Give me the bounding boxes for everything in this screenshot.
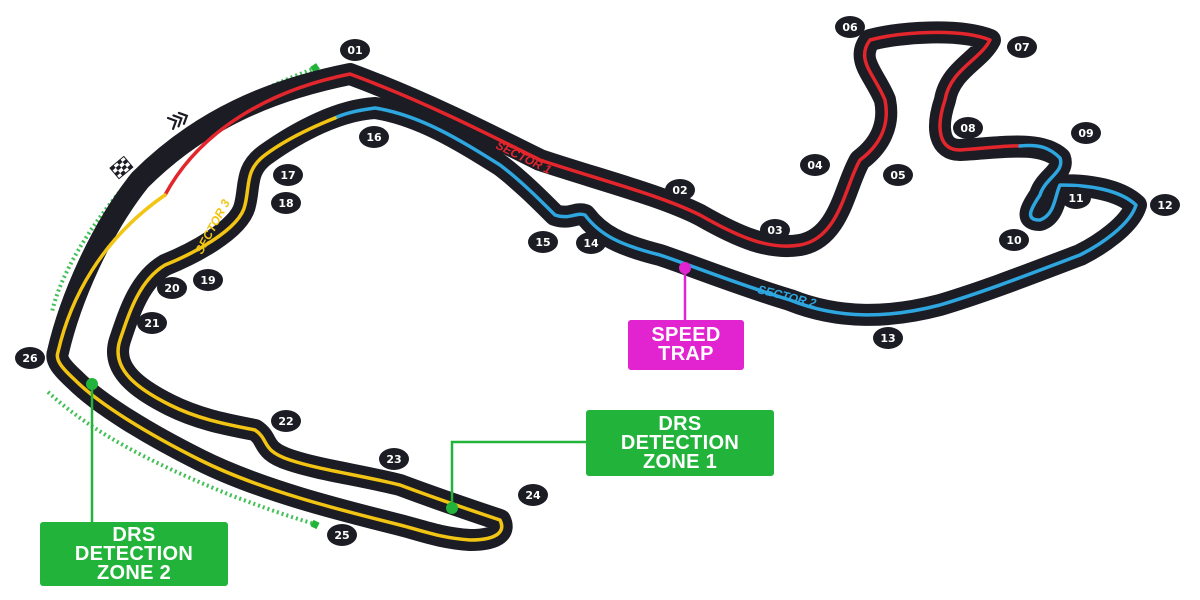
- turn-badges: 01 02 03 04 05 06 07 08 09 10 11 12 13 14 15 16 17 18 19 20…: [15, 16, 1180, 546]
- turn-badge-19: [193, 269, 223, 291]
- drs2-line-2: DETECTION: [74, 542, 194, 565]
- turn-badge-21: [137, 312, 167, 334]
- turn-badge-23: [379, 448, 409, 470]
- turn-badge-05: [883, 164, 913, 186]
- turn-label-15: 15: [535, 236, 550, 249]
- turn-label-08: 08: [960, 122, 975, 135]
- turn-badge-03: [760, 219, 790, 241]
- turn-label-12: 12: [1157, 199, 1172, 212]
- turn-badge-04: [800, 154, 830, 176]
- turn-label-16: 16: [366, 131, 382, 144]
- turn-label-14: 14: [583, 237, 599, 250]
- speed-trap-dot: [679, 262, 691, 274]
- chequered-flag-icon: [109, 155, 134, 180]
- turn-badge-20: [157, 277, 187, 299]
- speed-trap-line-2: TRAP: [658, 343, 714, 365]
- turn-badge-18: [271, 192, 301, 214]
- turn-label-09: 09: [1078, 127, 1093, 140]
- turn-badge-06: [835, 16, 865, 38]
- sector-2-line: [333, 106, 1138, 317]
- drs1-line-3: ZONE 1: [642, 450, 718, 473]
- turn-badge-15: [528, 231, 558, 253]
- speed-trap-callout: SPEED TRAP: [628, 320, 744, 370]
- sector-1-line: [163, 30, 1022, 248]
- turn-label-17: 17: [280, 169, 295, 182]
- sector-3-line: [55, 116, 504, 542]
- drs2-line-3: ZONE 2: [96, 561, 172, 584]
- turn-label-19: 19: [200, 274, 215, 287]
- turn-badge-01: [340, 39, 370, 61]
- drs1-pointer: [450, 440, 588, 508]
- turn-badge-25: [327, 524, 357, 546]
- turn-label-06: 06: [842, 21, 858, 34]
- drs-zone-2-callout: DRS DETECTION ZONE 2: [40, 522, 228, 586]
- turn-label-24: 24: [525, 489, 541, 502]
- turn-label-07: 07: [1014, 41, 1029, 54]
- turn-badge-26: [15, 347, 45, 369]
- turn-label-26: 26: [22, 352, 38, 365]
- turn-badge-17: [273, 164, 303, 186]
- turn-label-10: 10: [1006, 234, 1022, 247]
- turn-badge-10: [999, 229, 1029, 251]
- drs1-line-1: DRS: [658, 412, 702, 435]
- drs2-dot: [86, 378, 98, 390]
- turn-label-21: 21: [144, 317, 159, 330]
- drs-arrows-icon: [166, 111, 189, 130]
- turn-badge-22: [271, 410, 301, 432]
- turn-badge-02: [665, 179, 695, 201]
- turn-badge-14: [576, 232, 606, 254]
- drs-zone-1-callout: DRS DETECTION ZONE 1: [586, 410, 774, 476]
- turn-label-13: 13: [880, 332, 895, 345]
- turn-label-04: 04: [807, 159, 823, 172]
- turn-badge-24: [518, 484, 548, 506]
- turn-badge-12: [1150, 194, 1180, 216]
- speed-trap-line-1: SPEED: [651, 324, 721, 346]
- turn-badge-08: [953, 117, 983, 139]
- drs-zone-start-marker: [310, 63, 320, 73]
- turn-label-11: 11: [1068, 192, 1083, 205]
- turn-badge-09: [1071, 122, 1101, 144]
- turn-label-25: 25: [334, 529, 349, 542]
- turn-badge-07: [1007, 36, 1037, 58]
- turn-label-22: 22: [278, 415, 293, 428]
- turn-label-02: 02: [672, 184, 687, 197]
- turn-label-03: 03: [767, 224, 782, 237]
- turn-badge-13: [873, 327, 903, 349]
- turn-badge-11: [1061, 187, 1091, 209]
- drs1-dot: [446, 502, 458, 514]
- drs1-line-2: DETECTION: [620, 431, 740, 454]
- turn-label-05: 05: [890, 169, 905, 182]
- turn-label-01: 01: [347, 44, 362, 57]
- drs-zone-end-marker: [310, 519, 320, 530]
- turn-label-20: 20: [164, 282, 180, 295]
- drs2-line-1: DRS: [112, 523, 156, 546]
- turn-badge-16: [359, 126, 389, 148]
- turn-label-18: 18: [278, 197, 293, 210]
- turn-label-23: 23: [386, 453, 401, 466]
